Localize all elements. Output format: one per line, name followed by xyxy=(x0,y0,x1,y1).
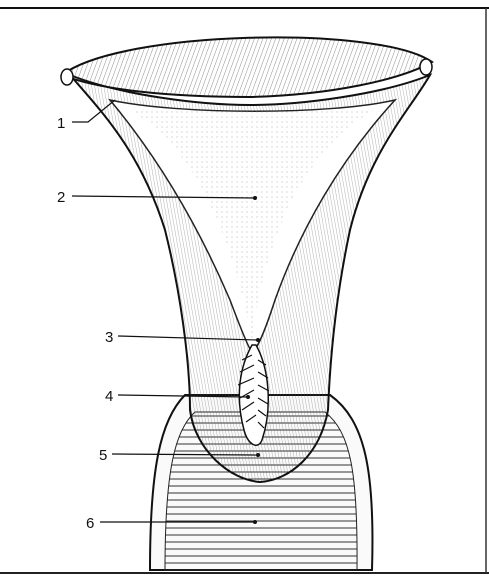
fundus xyxy=(61,37,432,97)
label-4: 4 xyxy=(105,389,113,404)
label-6: 6 xyxy=(86,516,94,531)
label-2: 2 xyxy=(57,190,65,205)
label-5: 5 xyxy=(99,448,107,463)
label-1: 1 xyxy=(57,116,65,131)
label-3: 3 xyxy=(105,330,113,345)
